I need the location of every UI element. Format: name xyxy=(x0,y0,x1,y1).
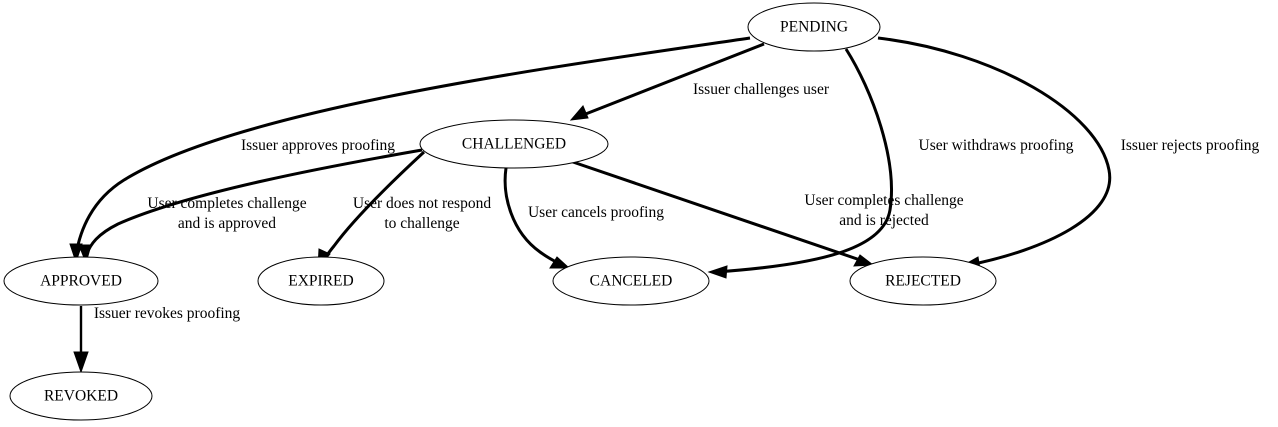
edge-pending-canceled: User withdraws proofing xyxy=(707,48,1074,279)
edge-challenged-approved: User completes challenge and is approved xyxy=(78,148,423,265)
node-pending[interactable]: PENDING xyxy=(747,2,881,52)
node-approved[interactable]: APPROVED xyxy=(3,256,159,306)
node-approved-label: APPROVED xyxy=(40,273,122,290)
node-revoked-label: REVOKED xyxy=(44,388,118,405)
edge-challenged-canceled-label: User cancels proofing xyxy=(528,204,664,221)
node-rejected-ellipse[interactable] xyxy=(849,256,997,306)
edge-approved-revoked-arrowhead xyxy=(73,351,89,374)
node-canceled-label: CANCELED xyxy=(590,273,673,290)
node-challenged[interactable]: CHALLENGED xyxy=(419,119,609,169)
edge-pending-canceled-arrowhead xyxy=(707,265,728,279)
edge-pending-approved: Issuer approves proofing xyxy=(69,36,751,264)
edge-challenged-approved-line xyxy=(84,148,423,257)
edge-challenged-canceled-arrowhead xyxy=(549,256,571,269)
node-canceled[interactable]: CANCELED xyxy=(552,256,710,306)
edge-challenged-rejected: User completes challenge and is rejected xyxy=(569,159,964,267)
edge-approved-revoked-label: Issuer revokes proofing xyxy=(94,305,241,322)
edge-pending-approved-line xyxy=(74,36,751,256)
edge-pending-challenged: Issuer challenges user xyxy=(569,42,830,121)
edge-pending-approved-label: Issuer approves proofing xyxy=(241,137,395,154)
edge-pending-approved-arrowhead xyxy=(69,243,83,264)
edge-challenged-rejected-label-line2: and is rejected xyxy=(839,212,929,229)
edge-challenged-rejected-label-line1: User completes challenge xyxy=(804,192,963,209)
node-revoked-ellipse[interactable] xyxy=(9,371,153,421)
edge-challenged-expired-label-line2: to challenge xyxy=(384,215,459,232)
node-rejected[interactable]: REJECTED xyxy=(849,256,997,306)
node-expired-label: EXPIRED xyxy=(288,273,353,290)
node-expired-ellipse[interactable] xyxy=(257,256,385,306)
edge-pending-canceled-line xyxy=(715,48,893,274)
edge-challenged-expired: User does not respond to challenge xyxy=(317,150,491,270)
node-pending-ellipse[interactable] xyxy=(747,2,881,52)
node-rejected-label: REJECTED xyxy=(885,273,961,290)
edge-approved-revoked: Issuer revokes proofing xyxy=(73,305,241,374)
edge-pending-challenged-line xyxy=(577,42,765,119)
edge-pending-challenged-label: Issuer challenges user xyxy=(693,81,830,98)
edge-pending-canceled-label: User withdraws proofing xyxy=(919,137,1074,154)
edge-pending-challenged-arrowhead xyxy=(569,105,589,121)
edge-challenged-approved-label-line1: User completes challenge xyxy=(147,195,306,212)
edge-challenged-approved-label-line2: and is approved xyxy=(178,215,276,232)
edge-pending-rejected-line xyxy=(877,36,1112,267)
edge-challenged-canceled: User cancels proofing xyxy=(503,167,664,269)
node-challenged-label: CHALLENGED xyxy=(462,136,566,153)
node-pending-label: PENDING xyxy=(780,19,848,36)
edge-challenged-approved-arrowhead xyxy=(78,244,92,265)
edge-challenged-expired-label-line1: User does not respond xyxy=(353,195,491,212)
node-revoked[interactable]: REVOKED xyxy=(9,371,153,421)
node-canceled-ellipse[interactable] xyxy=(552,256,710,306)
edge-challenged-rejected-arrowhead xyxy=(853,254,875,267)
node-expired[interactable]: EXPIRED xyxy=(257,256,385,306)
edge-challenged-rejected-line xyxy=(569,159,867,264)
edge-pending-rejected-label: Issuer rejects proofing xyxy=(1121,137,1260,154)
node-challenged-ellipse[interactable] xyxy=(419,119,609,169)
node-approved-ellipse[interactable] xyxy=(3,256,159,306)
